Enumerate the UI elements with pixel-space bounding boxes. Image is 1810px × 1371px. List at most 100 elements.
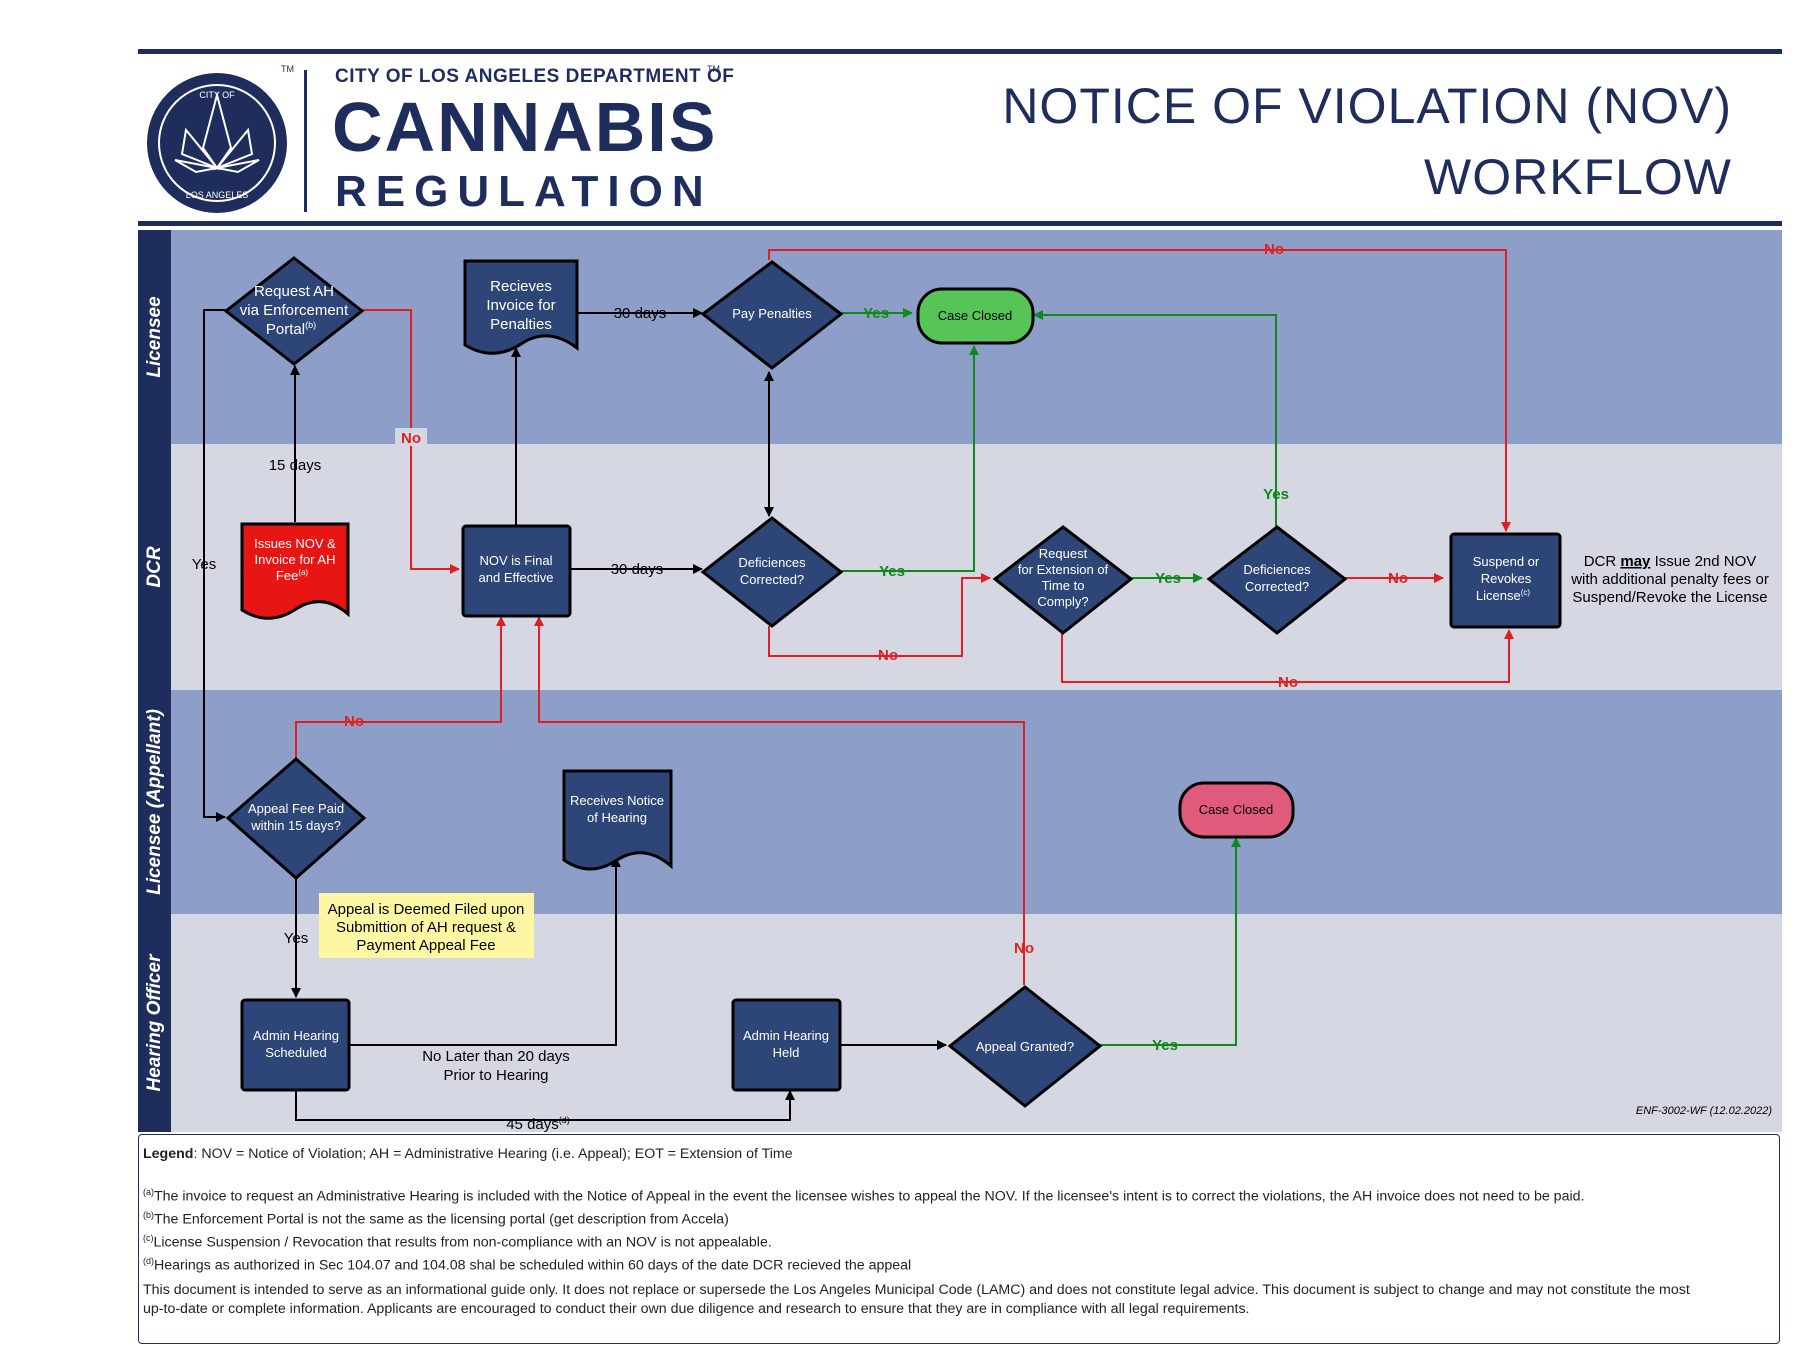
label-pay-yes: Yes bbox=[863, 305, 889, 322]
label-appeal-no: No bbox=[344, 713, 364, 730]
doc-id: ENF-3002-WF (12.02.2022) bbox=[1636, 1105, 1772, 1117]
edge-ext-no bbox=[1061, 629, 1514, 683]
node-receives-notice bbox=[562, 769, 673, 871]
edge-scheduled-to-notice bbox=[350, 857, 621, 1046]
node-admin-held-line1: Admin Hearing bbox=[743, 1028, 829, 1043]
node-appeal-fee bbox=[225, 757, 367, 881]
lane-label-bar bbox=[138, 230, 171, 1132]
node-request-ah-line2: via Enforcement bbox=[240, 302, 349, 319]
label-30-days-2: 30 days bbox=[611, 561, 664, 578]
node-deficiences-2-line1: Deficiences bbox=[1243, 562, 1311, 577]
node-nov-final-line2: and Effective bbox=[479, 570, 554, 585]
node-admin-scheduled-line2: Scheduled bbox=[265, 1045, 326, 1060]
header-bottom-rule bbox=[138, 221, 1782, 226]
node-case-closed-2 bbox=[1178, 781, 1295, 839]
node-deficiences-1 bbox=[700, 516, 844, 628]
label-deficiences1-yes: Yes bbox=[879, 563, 905, 580]
node-admin-held-line2: Held bbox=[773, 1045, 800, 1060]
node-case-closed-1-text: Case Closed bbox=[938, 308, 1012, 323]
node-suspend-line1: Suspend or bbox=[1473, 554, 1540, 569]
node-case-closed-2-text: Case Closed bbox=[1199, 802, 1273, 817]
node-pay-penalties bbox=[700, 260, 844, 370]
label-request-no: No bbox=[401, 430, 421, 447]
edge-deficiences2-yes bbox=[1033, 310, 1277, 526]
node-case-closed-1 bbox=[916, 287, 1035, 345]
node-issues-nov-line1: Issues NOV & bbox=[254, 536, 336, 551]
label-granted-yes: Yes bbox=[1152, 1037, 1178, 1054]
node-deficiences-2-line2: Corrected? bbox=[1245, 579, 1309, 594]
node-issues-nov-line3: Fee(a) bbox=[276, 568, 309, 583]
label-deficiences2-yes: Yes bbox=[1263, 486, 1289, 503]
page-title-line1: NOTICE OF VIOLATION (NOV) bbox=[1002, 78, 1732, 134]
header-top-rule bbox=[138, 49, 1782, 54]
appeal-note-line1: Appeal is Deemed Filed upon bbox=[328, 901, 525, 918]
node-receives-invoice-line3: Penalties bbox=[490, 316, 552, 333]
legend-note-a: (a)The invoice to request an Administrat… bbox=[143, 1187, 1585, 1205]
node-request-ext-line4: Comply? bbox=[1037, 594, 1088, 609]
label-pay-no: No bbox=[1264, 241, 1284, 258]
legend-note-d: (d)Hearings as authorized in Sec 104.07 … bbox=[143, 1256, 912, 1274]
lane-label-hearing-officer: Hearing Officer bbox=[144, 953, 165, 1092]
node-request-ah-line3: Portal(b) bbox=[266, 320, 316, 338]
node-receives-notice-line2: of Hearing bbox=[587, 810, 647, 825]
edge-granted-no bbox=[534, 616, 1025, 985]
node-request-ext-line2: for Extension of bbox=[1018, 562, 1109, 577]
node-appeal-granted bbox=[947, 985, 1103, 1108]
edge-deficiences1-yes bbox=[836, 345, 979, 572]
node-admin-held bbox=[731, 998, 842, 1092]
lane-label-licensee: Licensee bbox=[144, 296, 165, 378]
org-line: CITY OF LOS ANGELES DEPARTMENT OF bbox=[335, 66, 735, 87]
legend-line: Legend: NOV = Notice of Violation; AH = … bbox=[143, 1146, 793, 1162]
node-deficiences-1-line2: Corrected? bbox=[740, 572, 804, 587]
dcr-note-line2: with additional penalty fees or bbox=[1570, 571, 1769, 588]
node-appeal-granted-text: Appeal Granted? bbox=[976, 1039, 1074, 1054]
edge-request-to-appeal bbox=[203, 309, 226, 822]
node-deficiences-2 bbox=[1206, 525, 1348, 635]
label-granted-no: No bbox=[1014, 940, 1034, 957]
appeal-note-line3: Payment Appeal Fee bbox=[356, 937, 495, 954]
org-main: CANNABIS bbox=[332, 88, 718, 166]
appeal-note-line2: Submittion of AH request & bbox=[336, 919, 516, 936]
edge-granted-yes bbox=[1100, 837, 1241, 1046]
node-suspend bbox=[1449, 532, 1562, 629]
node-request-extension bbox=[992, 525, 1134, 635]
tm-mark-seal: TM bbox=[281, 64, 294, 74]
label-ext-no: No bbox=[1278, 674, 1298, 691]
node-request-ah-line1: Request AH bbox=[254, 283, 334, 300]
org-regulation: REGULATION bbox=[335, 167, 713, 216]
node-pay-penalties-text: Pay Penalties bbox=[732, 306, 812, 321]
label-request-yes: Yes bbox=[192, 556, 216, 573]
tm-mark-org: TM bbox=[707, 64, 720, 74]
node-request-ext-line3: Time to bbox=[1042, 578, 1085, 593]
node-suspend-line2: Revokes bbox=[1481, 571, 1532, 586]
node-appeal-fee-line1: Appeal Fee Paid bbox=[248, 801, 344, 816]
node-receives-invoice bbox=[463, 259, 579, 355]
label-30-days-1: 30 days bbox=[614, 305, 667, 322]
edge-deficiences1-no bbox=[768, 573, 991, 657]
node-request-ext-line1: Request bbox=[1039, 546, 1088, 561]
label-no-later-2: Prior to Hearing bbox=[443, 1067, 548, 1084]
legend-note-c: (c)License Suspension / Revocation that … bbox=[143, 1233, 772, 1251]
label-15-days: 15 days bbox=[269, 457, 322, 474]
label-no-later-1: No Later than 20 days bbox=[422, 1048, 570, 1065]
node-receives-invoice-line2: Invoice for bbox=[486, 297, 555, 314]
node-issues-nov-line2: Invoice for AH bbox=[255, 552, 336, 567]
legend-disclaimer-2: up-to-date or complete information. Appl… bbox=[143, 1301, 1250, 1317]
node-issues-nov bbox=[240, 522, 350, 620]
node-nov-final-line1: NOV is Final bbox=[480, 553, 553, 568]
edge-scheduled-to-held bbox=[295, 1089, 795, 1121]
lane-label-dcr: DCR bbox=[144, 546, 165, 587]
node-admin-scheduled bbox=[240, 998, 351, 1092]
node-admin-scheduled-line1: Admin Hearing bbox=[253, 1028, 339, 1043]
label-deficiences1-no: No bbox=[878, 647, 898, 664]
node-nov-final bbox=[461, 524, 572, 618]
legend-box: Legend: NOV = Notice of Violation; AH = … bbox=[138, 1134, 1780, 1344]
label-45-days: 45 days(d) bbox=[506, 1115, 570, 1133]
node-receives-invoice-line1: Recieves bbox=[490, 278, 552, 295]
page-title-line2: WORKFLOW bbox=[1424, 149, 1732, 205]
label-appeal-yes: Yes bbox=[284, 930, 308, 947]
edge-pay-no bbox=[768, 249, 1511, 532]
node-receives-notice-line1: Receives Notice bbox=[570, 793, 664, 808]
node-deficiences-1-line1: Deficiences bbox=[738, 555, 806, 570]
